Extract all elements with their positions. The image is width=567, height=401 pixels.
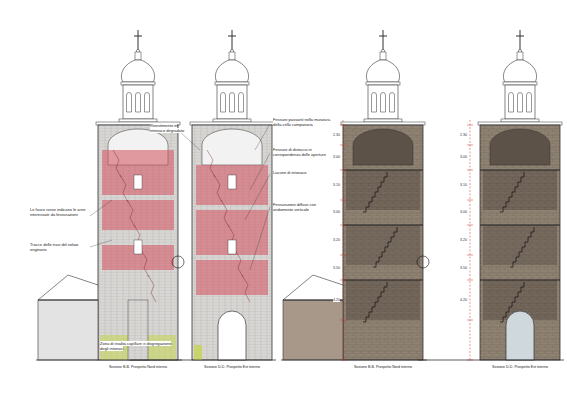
section-caption: Sezione D-D. Prospetto Est interno [187,365,277,369]
label-text: 3.00 [460,155,467,159]
annotation-note: Rivestimento in intonaco degradato [150,124,192,133]
dimension-value: 2.30 [449,133,467,137]
label-text: Fessurazioni diffuse con andamento verti… [273,202,316,212]
label-text: Tracce delle travi del solaio originario [30,242,78,252]
label-text: 3.00 [460,210,467,214]
label-text: Le fasce rosse indicano le aree interess… [30,207,85,217]
label-text: 3.50 [333,266,340,270]
dimension-value: 3.50 [449,266,467,270]
label-text: 3.10 [333,183,340,187]
dimension-value: 3.20 [322,238,340,242]
dimension-value: 3.10 [449,183,467,187]
label-text: Sezione D-D. Prospetto Est interno [204,365,260,369]
leader-line [90,200,112,216]
section-caption: Sezione D-D. Prospetto Est interno [475,365,565,369]
annotation-note: Zona di risalita capillare e disgregazio… [100,342,176,351]
label-text: Lacune di intonaco [273,170,307,175]
leader-line [250,207,270,270]
annotation-note: Fessure passanti nella muratura della ce… [273,118,335,127]
dimension-value: 3.00 [322,155,340,159]
label-text: 3.00 [333,155,340,159]
dimension-value: 4.20 [449,298,467,302]
leader-line [250,153,270,190]
annotation-note: Fessure di distacco in corrispondenza de… [273,148,335,157]
label-text: 2.30 [460,133,467,137]
label-text: Rivestimento in intonaco degradato [150,123,184,133]
label-text: Sezione D-D. Prospetto Est interno [492,365,548,369]
dimension-value: 3.10 [322,183,340,187]
leader-line [180,132,200,150]
label-text: Sezione B-B. Prospetto Nord interno [354,365,412,369]
section-caption: Sezione B-B. Prospetto Nord interno [338,365,428,369]
leader-line [245,174,270,220]
dimension-value: 2.30 [322,133,340,137]
bell-tower [281,30,427,360]
leader-line [255,124,270,150]
dimension-value: 3.00 [449,210,467,214]
label-text: Fessure di distacco in corrispondenza de… [273,147,326,157]
label-text: Zona di risalita capillare e disgregazio… [100,341,171,351]
label-text: 4.20 [333,298,340,302]
dimension-value: 3.50 [322,266,340,270]
dimension-value: 3.00 [449,155,467,159]
label-text: 3.20 [333,238,340,242]
annotation-note: Fessurazioni diffuse con andamento verti… [273,203,335,212]
leader-line [90,240,112,247]
section-caption: Sezione B-B. Prospetto Nord interno [93,365,183,369]
annotation-note: Le fasce rosse indicano le aree interess… [30,208,88,217]
bell-tower [36,30,182,360]
dimension-value: 4.20 [322,298,340,302]
bell-tower [130,30,276,360]
bell-tower [418,30,564,360]
label-text: 3.50 [460,266,467,270]
label-text: Sezione B-B. Prospetto Nord interno [109,365,167,369]
label-text: 3.00 [333,210,340,214]
dimension-line [343,120,344,360]
label-text: 3.10 [460,183,467,187]
annotation-note: Tracce delle travi del solaio originario [30,243,88,252]
label-text: 2.30 [333,133,340,137]
dimension-value: 3.00 [322,210,340,214]
label-text: 4.20 [460,298,467,302]
dimension-value: 3.20 [449,238,467,242]
label-text: 3.20 [460,238,467,242]
dimension-line [470,120,471,360]
annotation-note: Lacune di intonaco [273,171,335,176]
label-text: Fessure passanti nella muratura della ce… [273,117,330,127]
